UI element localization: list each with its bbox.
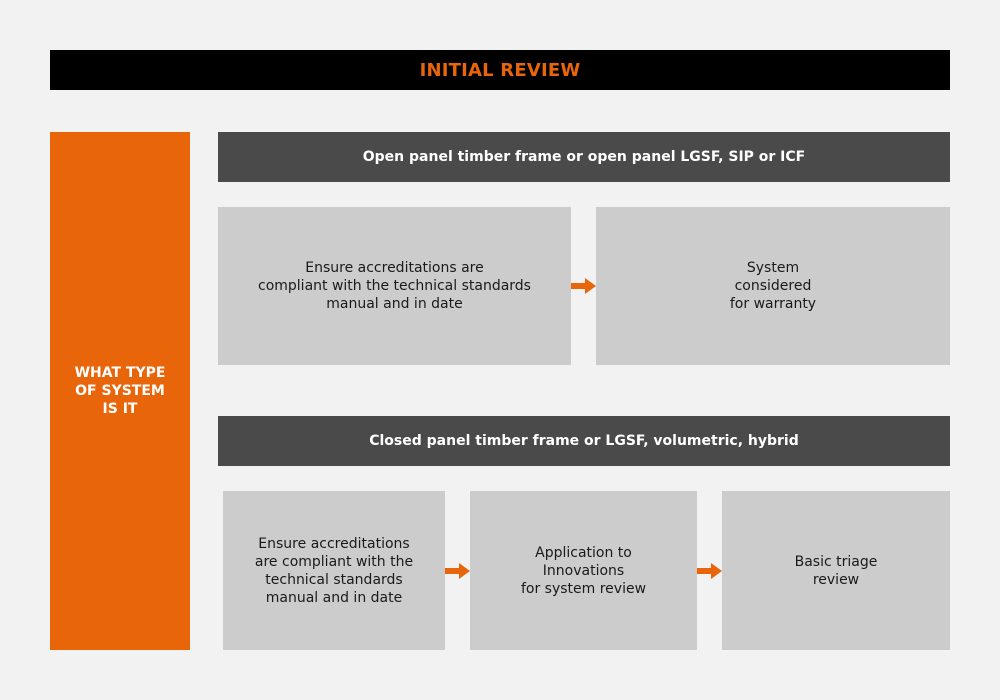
arrow-right-icon xyxy=(445,563,470,579)
closed-panel-step-accreditations: Ensure accreditations are compliant with… xyxy=(223,491,445,650)
arrow-right-icon xyxy=(697,563,722,579)
page-title: INITIAL REVIEW xyxy=(419,59,581,81)
closed-panel-section-bar: Closed panel timber frame or LGSF, volum… xyxy=(218,416,950,466)
closed-panel-step-innovations: Application to Innovations for system re… xyxy=(470,491,697,650)
step-text: Ensure accreditations are compliant with… xyxy=(258,260,531,312)
open-panel-step-accreditations: Ensure accreditations are compliant with… xyxy=(218,207,571,365)
closed-panel-step-triage: Basic triage review xyxy=(722,491,950,650)
step-text: Ensure accreditations are compliant with… xyxy=(254,535,414,606)
system-type-label: WHAT TYPE OF SYSTEM IS IT xyxy=(74,365,166,417)
header-bar: INITIAL REVIEW xyxy=(50,50,950,90)
open-panel-section-bar: Open panel timber frame or open panel LG… xyxy=(218,132,950,182)
step-text: Application to Innovations for system re… xyxy=(520,544,647,597)
step-text: System considered for warranty xyxy=(729,260,817,312)
closed-panel-section-title: Closed panel timber frame or LGSF, volum… xyxy=(369,433,799,449)
system-type-panel: WHAT TYPE OF SYSTEM IS IT xyxy=(50,132,190,650)
open-panel-section-title: Open panel timber frame or open panel LG… xyxy=(362,149,806,165)
arrow-right-icon xyxy=(571,278,596,294)
step-text: Basic triage review xyxy=(794,553,878,588)
open-panel-step-warranty: System considered for warranty xyxy=(596,207,950,365)
